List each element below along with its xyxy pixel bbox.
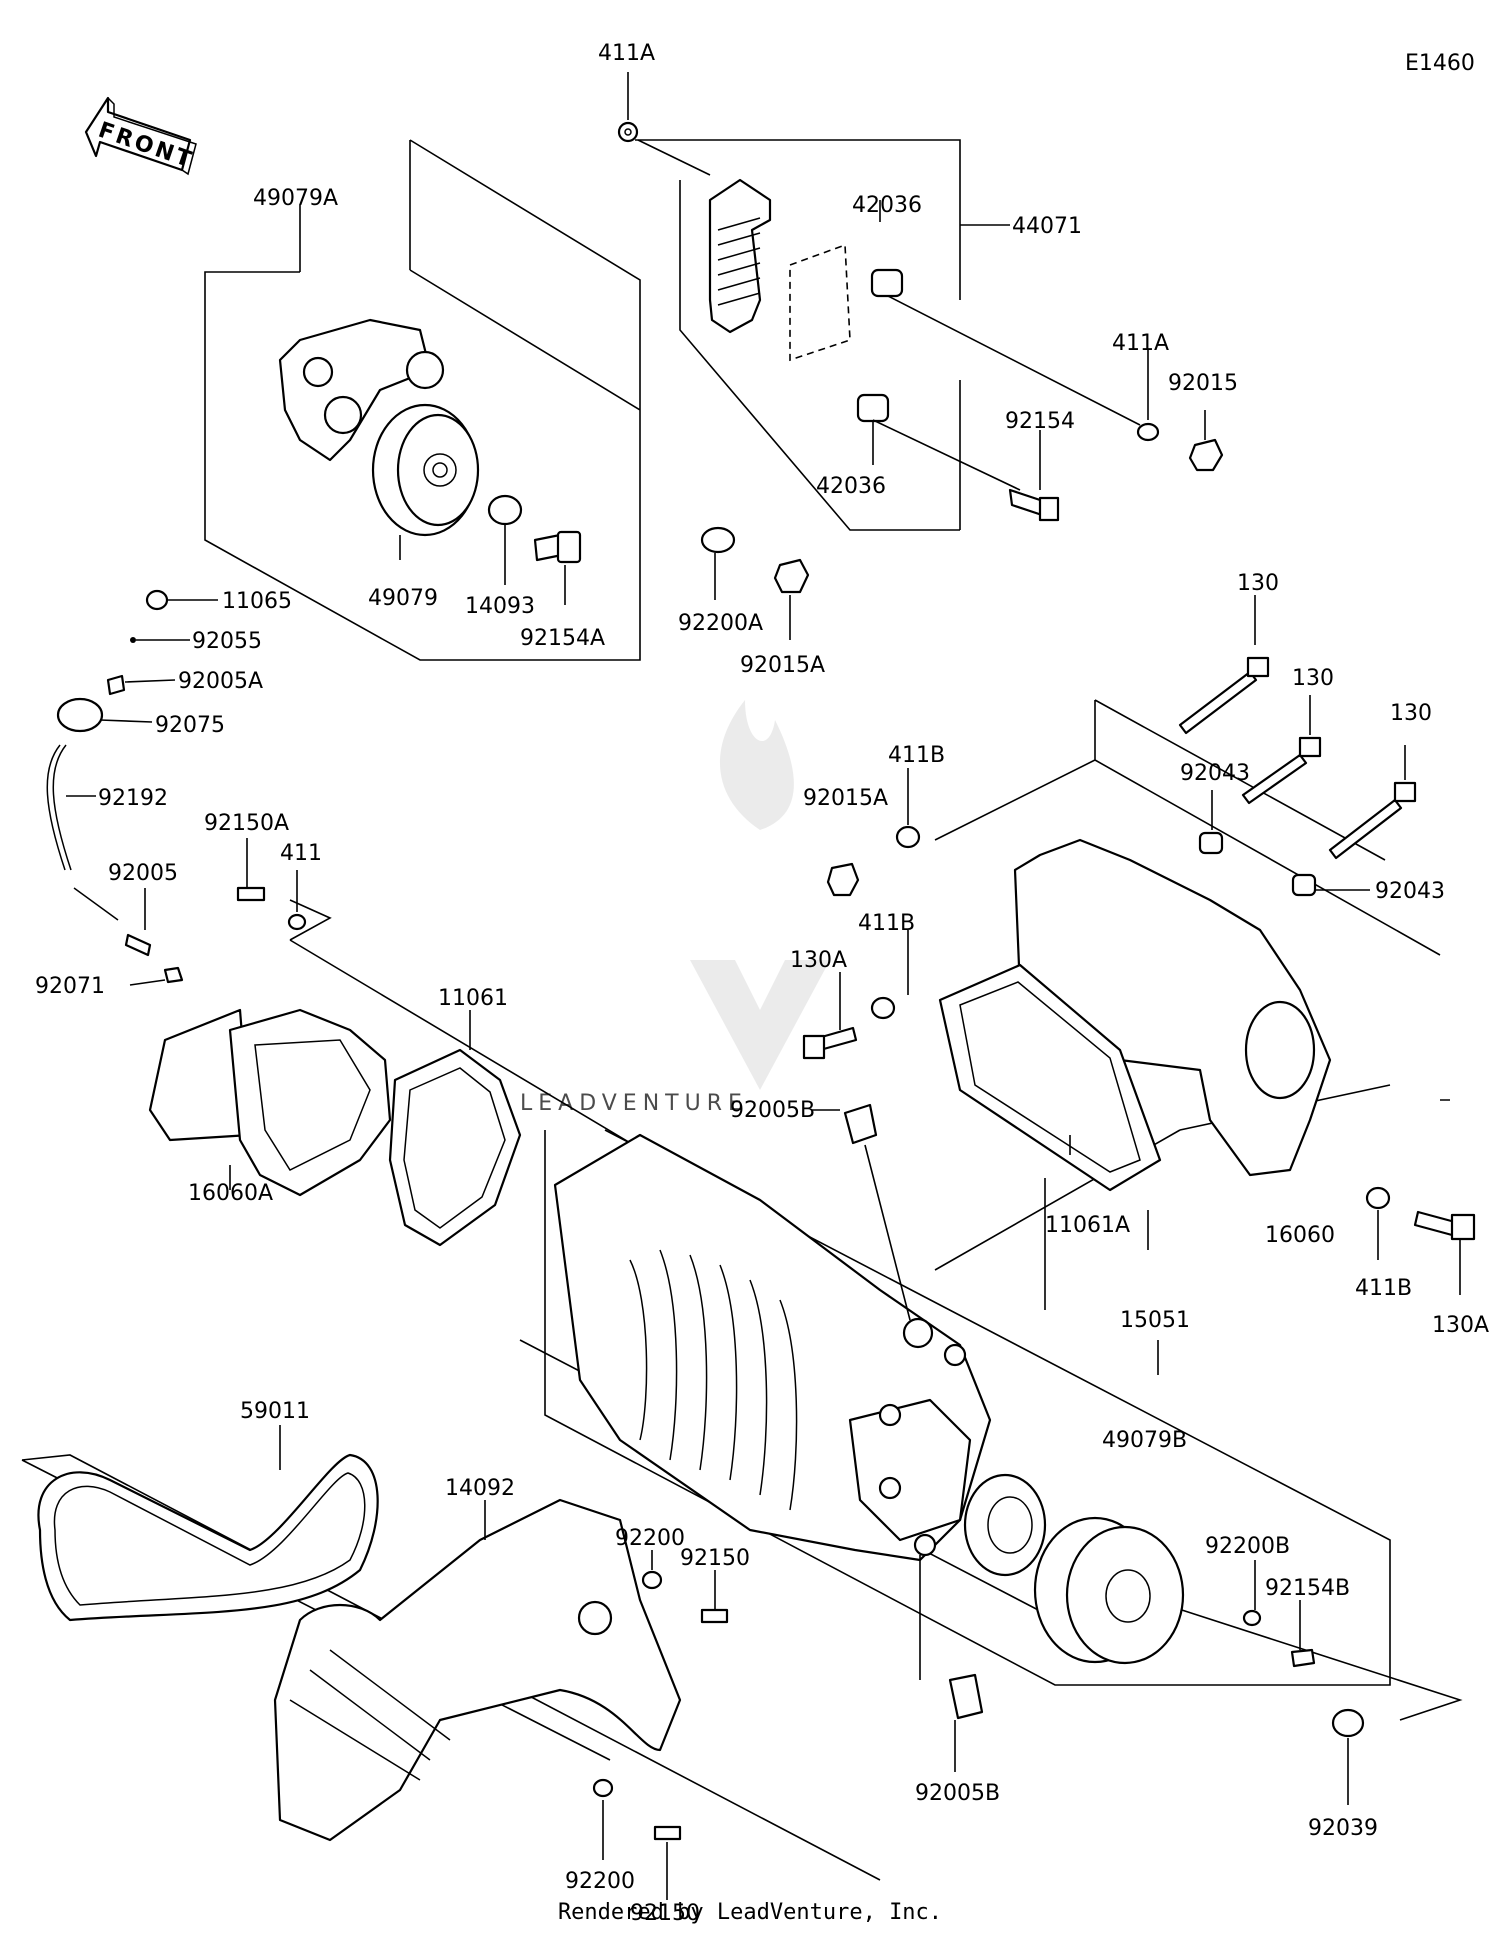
label-411A-top: 411A (598, 41, 655, 66)
label-130-c: 130 (1390, 701, 1432, 726)
label-92039: 92039 (1308, 1816, 1378, 1841)
parts-illustration (37, 72, 1476, 1900)
label-92200-a: 92200 (615, 1526, 685, 1551)
label-92200B: 92200B (1205, 1534, 1290, 1559)
label-44071: 44071 (1012, 214, 1082, 239)
label-411B-c: 411B (1355, 1276, 1412, 1301)
label-92005B-top: 92005B (730, 1098, 815, 1123)
label-92150A: 92150A (204, 811, 289, 836)
label-16060: 16060 (1265, 1223, 1335, 1248)
front-arrow-icon: FRONT (84, 96, 197, 176)
label-92043-b: 92043 (1375, 879, 1445, 904)
label-130A-a: 130A (790, 948, 847, 973)
label-14092: 14092 (445, 1476, 515, 1501)
label-42036-a: 42036 (852, 193, 922, 218)
label-92200A: 92200A (678, 611, 763, 636)
label-92150-b: 92150 (630, 1901, 700, 1926)
label-92154B: 92154B (1265, 1576, 1350, 1601)
label-92015: 92015 (1168, 371, 1238, 396)
label-411B-b: 411B (858, 911, 915, 936)
label-49079: 49079 (368, 586, 438, 611)
label-92015A-mid: 92015A (803, 786, 888, 811)
label-130-b: 130 (1292, 666, 1334, 691)
part-labels: E1460 411A 44071 42036 42036 49079A 411A… (35, 41, 1489, 1926)
label-92154A: 92154A (520, 626, 605, 651)
label-411B-a: 411B (888, 743, 945, 768)
label-16060A: 16060A (188, 1181, 273, 1206)
label-92005: 92005 (108, 861, 178, 886)
label-11061: 11061 (438, 986, 508, 1011)
label-92005B-bot: 92005B (915, 1781, 1000, 1806)
label-92071: 92071 (35, 974, 105, 999)
watermark: LEADVENTURE (520, 700, 830, 1116)
label-92075: 92075 (155, 713, 225, 738)
label-92055: 92055 (192, 629, 262, 654)
label-11065: 11065 (222, 589, 292, 614)
diagram-id: E1460 (1405, 51, 1475, 76)
label-15051: 15051 (1120, 1308, 1190, 1333)
label-411: 411 (280, 841, 322, 866)
label-92015A-top: 92015A (740, 653, 825, 678)
label-49079B: 49079B (1102, 1428, 1187, 1453)
label-42036-b: 42036 (816, 474, 886, 499)
label-130-a: 130 (1237, 571, 1279, 596)
label-92043-a: 92043 (1180, 761, 1250, 786)
watermark-text: LEADVENTURE (520, 1091, 748, 1116)
label-14093: 14093 (465, 594, 535, 619)
label-49079A: 49079A (253, 186, 338, 211)
label-92192: 92192 (98, 786, 168, 811)
label-130A-b: 130A (1432, 1313, 1489, 1338)
label-59011: 59011 (240, 1399, 310, 1424)
label-92200-b: 92200 (565, 1869, 635, 1894)
label-92154: 92154 (1005, 409, 1075, 434)
label-11061A: 11061A (1045, 1213, 1130, 1238)
label-411A-right: 411A (1112, 331, 1169, 356)
footer-credit: Rendered by LeadVenture, Inc. (557, 1900, 943, 1925)
label-92150-a: 92150 (680, 1546, 750, 1571)
label-92005A: 92005A (178, 669, 263, 694)
